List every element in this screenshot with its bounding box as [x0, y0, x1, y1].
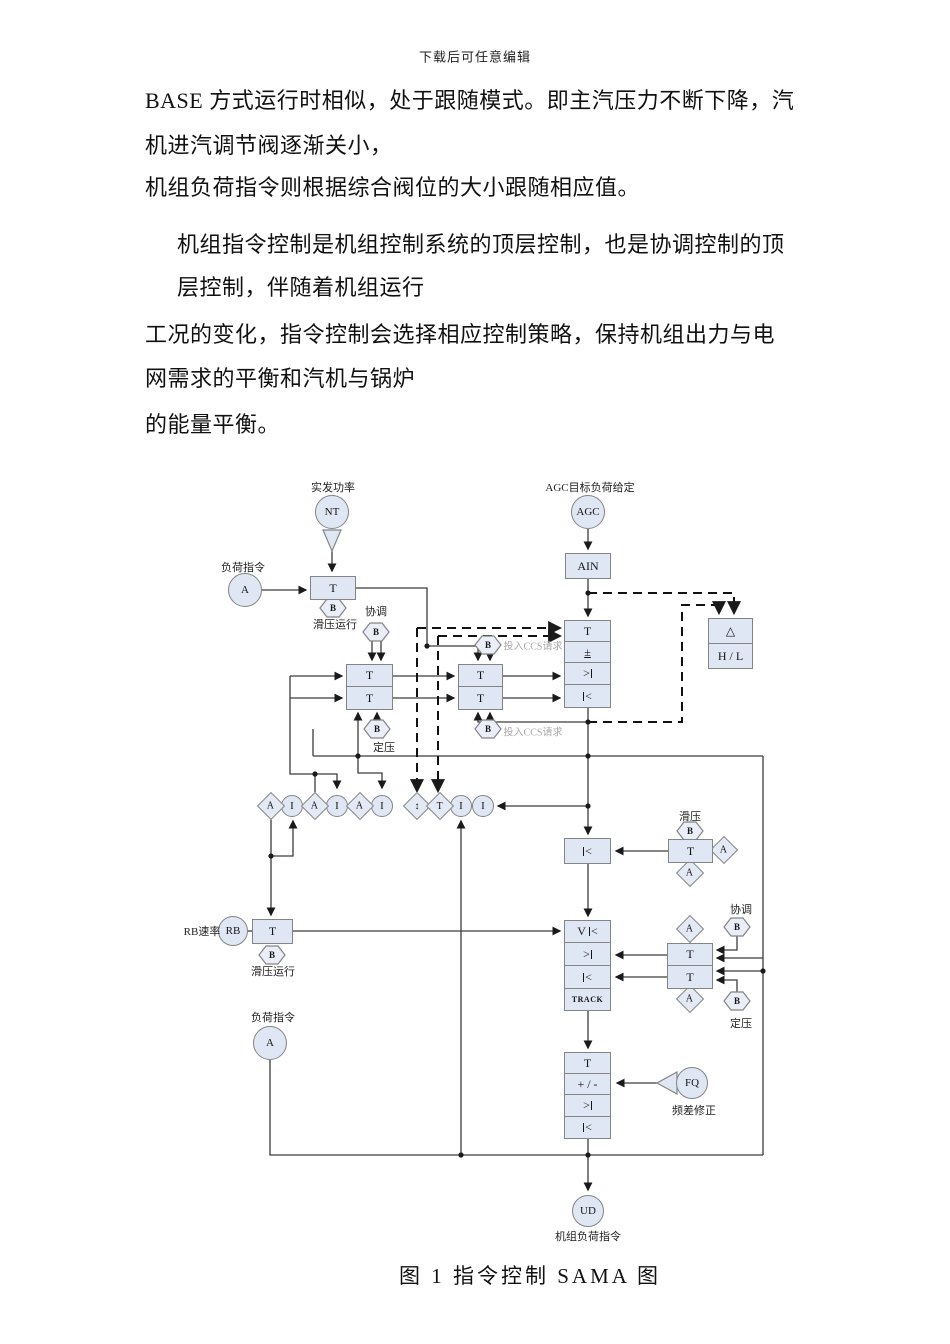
indicator-circle: I [472, 795, 494, 817]
watermark-text: 下载后可任意编辑 [418, 49, 532, 65]
low-limit-block: < [564, 684, 611, 708]
transfer-block: T [458, 664, 503, 687]
agc-source-circle: AGC [571, 495, 605, 529]
body-line: 的能量平衡。 [145, 412, 281, 437]
rb-rate-circle: RB [218, 916, 248, 946]
body-line: 机进汽调节阀逐渐关小， [145, 133, 393, 158]
delta-block: △ [708, 618, 753, 644]
label-actual-power: 实发功率 [311, 482, 355, 494]
label-fixed-pressure: 定压 [730, 1018, 752, 1030]
indicator-circle: I [371, 795, 393, 817]
bias-node: B [733, 996, 741, 1006]
label-fixed-pressure: 定压 [373, 742, 395, 754]
transfer-block: T [668, 839, 713, 863]
transfer-block: T [458, 686, 503, 710]
label-coordinated: 协调 [730, 904, 752, 916]
nt-funnel-icon [322, 529, 342, 553]
label-load-cmd: 负荷指令 [221, 562, 265, 574]
ain-block: AIN [565, 553, 611, 579]
or-low-select-block: V < [564, 920, 611, 943]
figure-caption: 图 1 指令控制 SAMA 图 [398, 1264, 662, 1288]
low-limit-block: < [564, 965, 611, 989]
nt-source-circle: NT [315, 495, 349, 529]
label-sliding: 滑压 [679, 811, 701, 823]
unit-load-output-circle: UD [572, 1195, 604, 1227]
transfer-block: T [667, 943, 713, 966]
label-rb-rate: RB速率 [183, 926, 221, 938]
transfer-block: T [564, 1052, 611, 1074]
bias-node: B [372, 627, 380, 637]
high-limit-block: > [564, 942, 611, 966]
label-agc-target: AGC目标负荷给定 [545, 482, 635, 494]
dashed-connectors [410, 592, 741, 794]
label-freq-correction: 频差修正 [672, 1105, 716, 1117]
load-cmd-circle: A [253, 1026, 287, 1060]
freq-bias-block: + / - [564, 1073, 611, 1095]
body-line: 工况的变化，指令控制会选择相应控制策略，保持机组出力与电 [145, 322, 776, 347]
indicator-circle: I [326, 795, 348, 817]
high-limit-block: > [564, 662, 611, 685]
label-unit-load-cmd: 机组负荷指令 [555, 1231, 621, 1243]
bias-node: B [484, 640, 492, 650]
label-ccs-request: 投入CCS请求 [503, 727, 563, 739]
body-line: 网需求的平衡和汽机与锅炉 [145, 366, 416, 391]
bias-sum-block: ± [564, 641, 611, 663]
transfer-block: T [346, 664, 393, 687]
bias-node: B [484, 724, 492, 734]
label-coordinated: 协调 [365, 606, 387, 618]
body-line: 层控制，伴随着机组运行 [177, 275, 425, 300]
bias-node: B [268, 950, 276, 960]
transfer-block: T [667, 965, 713, 989]
label-sliding-run: 滑压运行 [251, 966, 295, 978]
high-low-monitor-block: H / L [708, 643, 753, 669]
label-ccs-request: 投入CCS请求 [503, 641, 563, 653]
transfer-block: T [310, 576, 356, 600]
transfer-block: T [564, 620, 611, 642]
transfer-block: T [252, 919, 293, 944]
low-limit-block: < [564, 1116, 611, 1139]
fq-funnel-icon [655, 1070, 678, 1096]
bias-node: B [373, 724, 381, 734]
label-sliding-run: 滑压运行 [313, 619, 357, 631]
bias-node: B [329, 603, 337, 613]
transfer-block: T [346, 686, 393, 710]
body-line: 机组指令控制是机组控制系统的顶层控制，也是协调控制的顶 [177, 232, 785, 257]
freq-source-circle: FQ [676, 1067, 708, 1099]
body-line: 机组负荷指令则根据综合阀位的大小跟随相应值。 [145, 175, 641, 200]
bias-node: B [733, 922, 741, 932]
track-block: TRACK [564, 988, 611, 1011]
hexagon-shapes [258, 598, 751, 1011]
high-limit-block: > [564, 1094, 611, 1117]
bias-node: B [686, 826, 694, 836]
load-cmd-circle: A [228, 573, 262, 607]
label-load-cmd: 负荷指令 [251, 1012, 295, 1024]
junction-dots [268, 590, 766, 1158]
low-select-block: < [564, 838, 611, 864]
body-line: BASE 方式运行时相似，处于跟随模式。即主汽压力不断下降，汽 [145, 88, 795, 113]
